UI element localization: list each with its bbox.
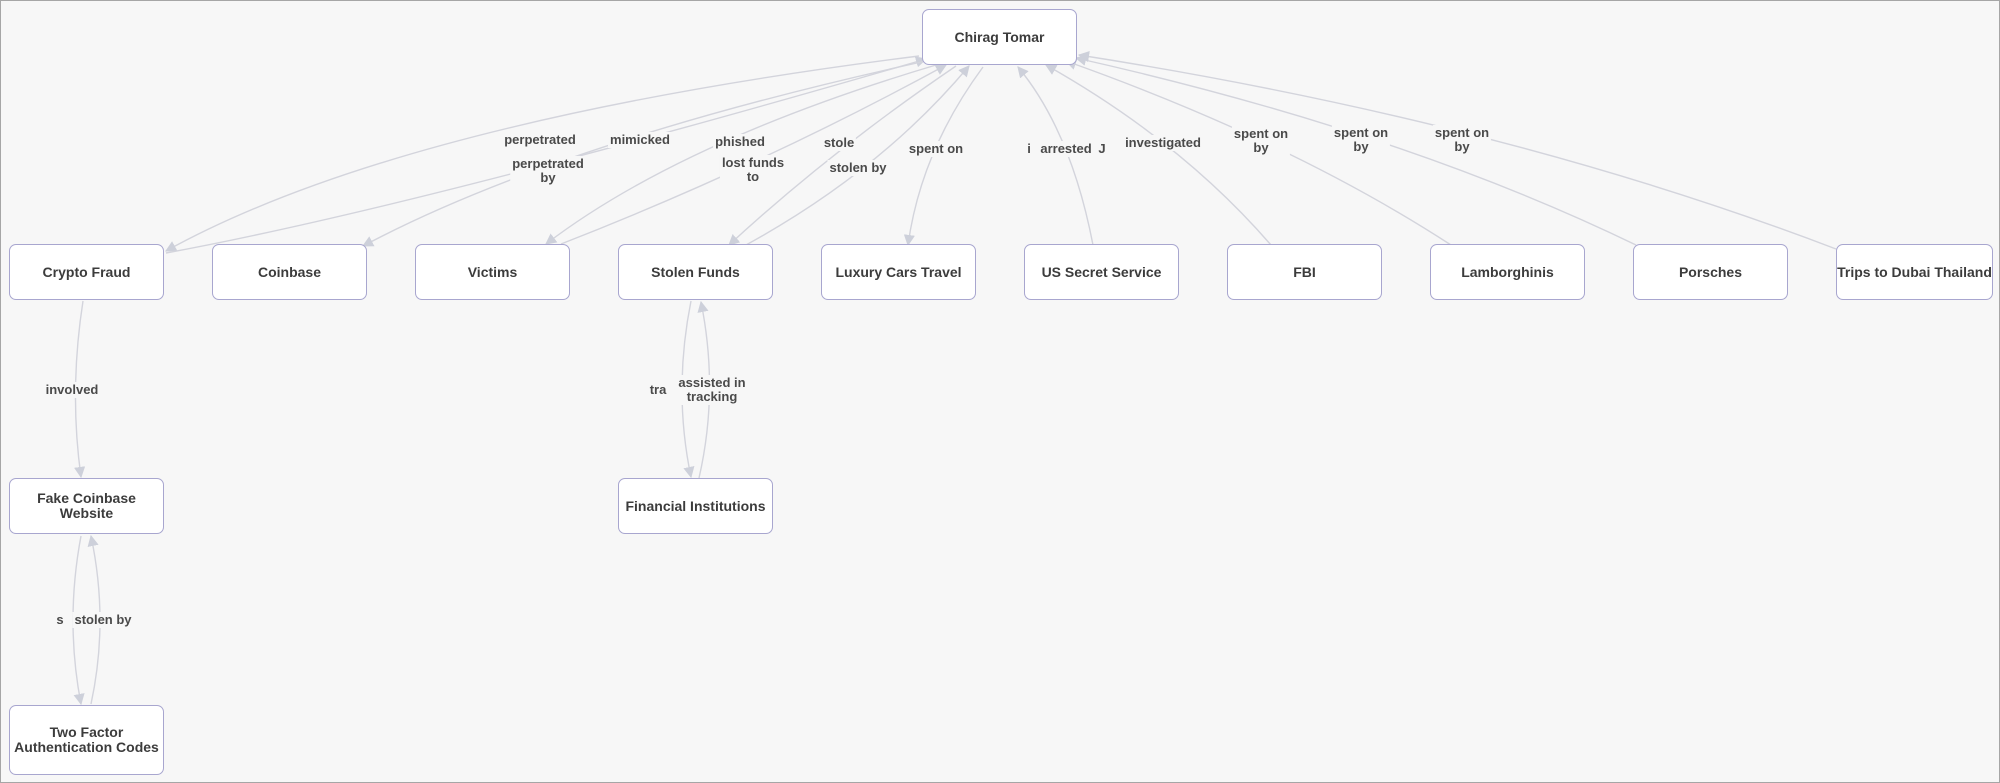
node-luxury-cars-travel[interactable]: Luxury Cars Travel [821,244,976,300]
node-stolen-funds[interactable]: Stolen Funds [618,244,773,300]
edge-label-perpetrated-by: perpetrated by [510,156,586,186]
edge-perpetrated-by [165,56,928,254]
edge-label-spent-on: spent on [906,141,966,157]
node-financial-institutions[interactable]: Financial Institutions [618,478,773,534]
edge-label-stolen-by-2: stolen by [72,612,134,628]
node-fake-coinbase-website[interactable]: Fake Coinbase Website [9,478,164,534]
edge-label-tracked-partial: tra [647,382,669,398]
node-crypto-fraud[interactable]: Crypto Fraud [9,244,164,300]
edge-label-spent-on-by-2: spent on by [1331,125,1391,155]
edge-label-arrested-tail: J [1096,141,1108,157]
edge-label-spent-on-by-3: spent on by [1432,125,1492,155]
node-two-factor-authentication-codes[interactable]: Two Factor Authentication Codes [9,705,164,775]
edge-label-stolen-by: stolen by [827,160,889,176]
edge-phished [545,64,937,245]
node-us-secret-service[interactable]: US Secret Service [1024,244,1179,300]
edge-label-stole: stole [821,135,857,151]
edge-label-spent-on-by-1: spent on by [1231,126,1291,156]
node-chirag-tomar[interactable]: Chirag Tomar [922,9,1077,65]
edge-label-assisted-in-tracking: assisted in tracking [676,375,748,405]
node-fbi[interactable]: FBI [1227,244,1382,300]
edge-label-investigated: investigated [1123,135,1203,151]
edge-label-arrested: arrested [1038,141,1094,157]
node-porsches[interactable]: Porsches [1633,244,1788,300]
edge-label-arrested-partial: i [1025,141,1033,157]
node-lamborghinis[interactable]: Lamborghinis [1430,244,1585,300]
node-trips-dubai-thailand[interactable]: Trips to Dubai Thailand [1836,244,1993,300]
node-victims[interactable]: Victims [415,244,570,300]
edge-stole [728,65,957,246]
edge-label-mimicked: mimicked [608,132,672,148]
edge-label-perpetrated: perpetrated [502,132,578,148]
edge-label-stolen-partial: s [54,612,66,628]
node-coinbase[interactable]: Coinbase [212,244,367,300]
edge-label-involved: involved [43,382,101,398]
edge-label-lost-funds-to: lost funds to [719,155,787,185]
edge-mimicked [362,60,927,247]
edge-label-phished: phished [713,134,767,150]
edge-perpetrated [165,55,920,252]
